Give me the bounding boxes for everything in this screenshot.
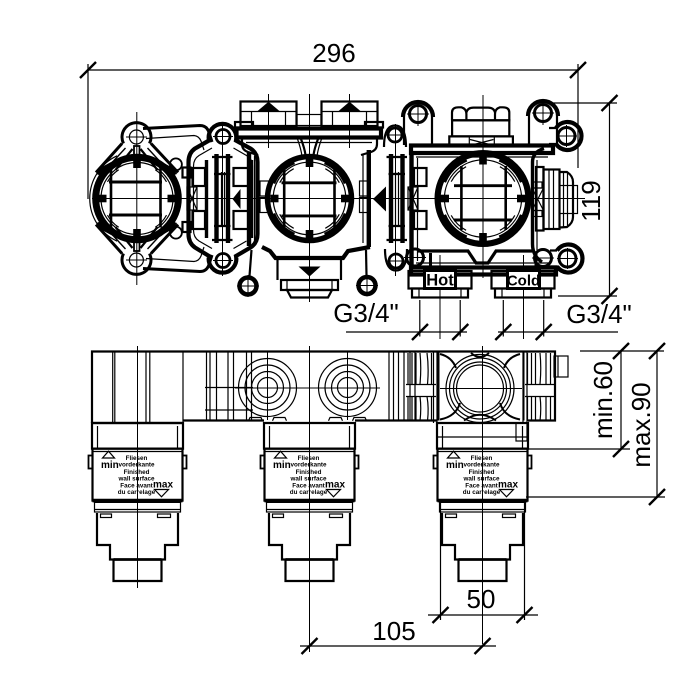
svg-text:G3/4": G3/4": [566, 299, 632, 329]
svg-text:G3/4": G3/4": [333, 298, 399, 328]
svg-text:119: 119: [576, 180, 606, 221]
svg-text:Cold: Cold: [507, 273, 540, 290]
svg-text:Hot: Hot: [426, 272, 454, 290]
svg-text:min.60: min.60: [588, 361, 618, 439]
svg-text:max.90: max.90: [626, 382, 656, 467]
svg-text:50: 50: [467, 584, 496, 614]
svg-text:105: 105: [372, 616, 415, 646]
svg-text:296: 296: [312, 38, 355, 68]
